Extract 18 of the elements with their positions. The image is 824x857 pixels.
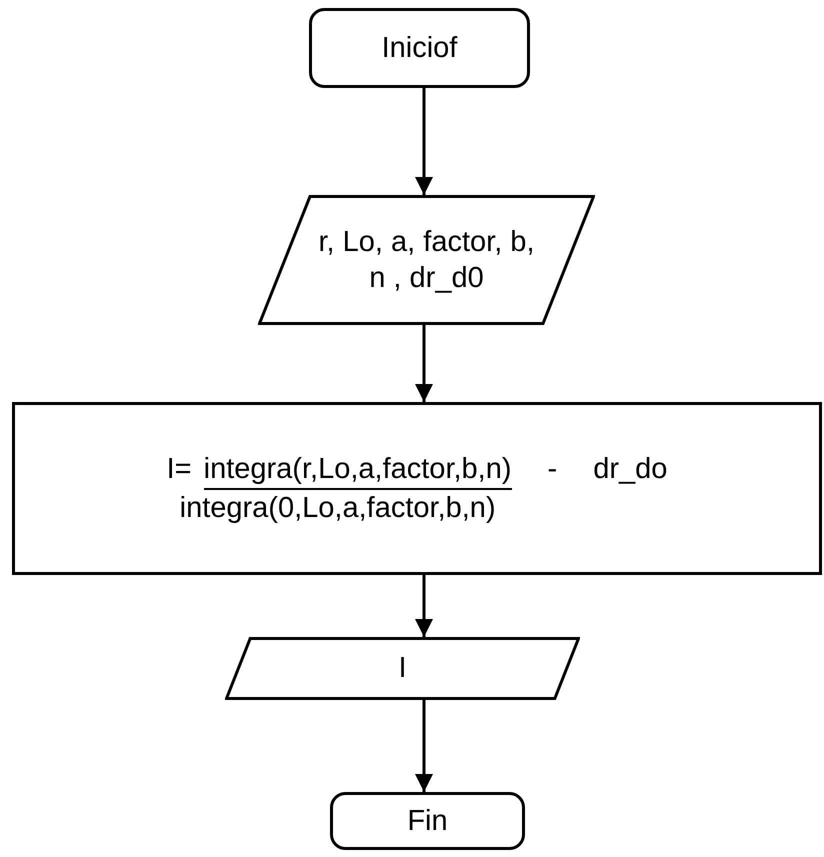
arrow	[415, 325, 433, 402]
node-label: r, Lo, a, factor, b, n , dr_d0	[317, 224, 536, 296]
formula-text: -	[548, 452, 558, 488]
node-label: Fin	[407, 804, 448, 839]
formula-text: I=	[166, 452, 192, 488]
io-parallelogram	[225, 637, 580, 700]
arrow	[415, 700, 433, 792]
terminal-box	[330, 792, 525, 850]
formula-text: dr_do	[593, 452, 668, 488]
arrow	[415, 575, 433, 637]
arrow	[415, 88, 433, 195]
node-label: Iniciof	[382, 30, 458, 66]
node-label: I	[398, 651, 407, 686]
process-box	[12, 402, 822, 575]
io-parallelogram	[258, 195, 595, 325]
fraction-denominator: integra(0,Lo,a,factor,b,n)	[180, 490, 496, 526]
fraction-numerator: integra(r,Lo,a,factor,b,n)	[204, 451, 512, 490]
terminal-box	[309, 8, 530, 88]
